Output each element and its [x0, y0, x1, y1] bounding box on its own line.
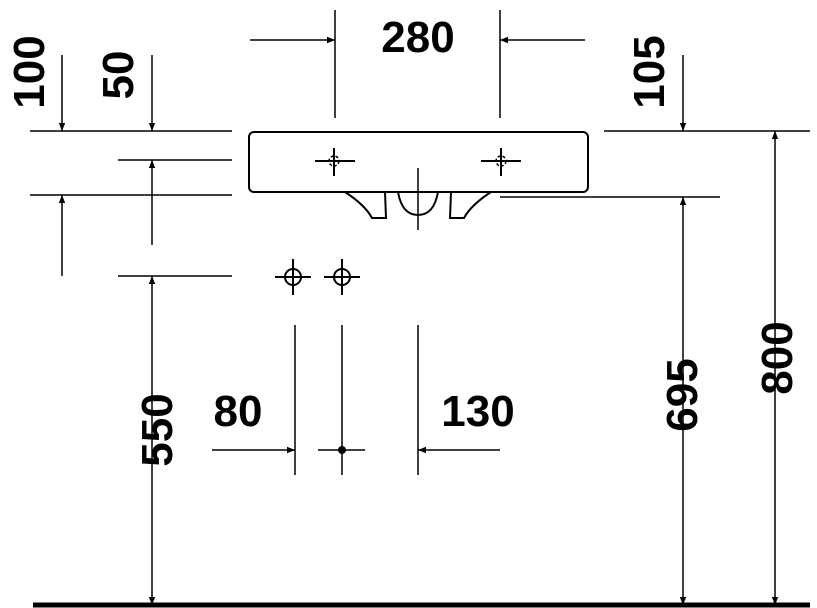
dimension-800: 800 [753, 321, 802, 394]
dimension-130: 130 [441, 387, 514, 436]
dimension-100: 100 [5, 35, 54, 108]
tap-hole-crosshair-left [315, 148, 355, 176]
dimension-280: 280 [381, 13, 454, 62]
waste-connection-crosshairs [275, 259, 360, 295]
washbasin [248, 131, 589, 230]
dimension-105: 105 [625, 35, 674, 108]
tap-hole-crosshair-right [481, 148, 521, 176]
dimension-80: 80 [214, 387, 263, 436]
dimension-lines [58, 36, 779, 605]
dimension-550: 550 [133, 393, 182, 466]
dimension-50: 50 [94, 51, 143, 100]
dimension-695: 695 [658, 358, 707, 431]
